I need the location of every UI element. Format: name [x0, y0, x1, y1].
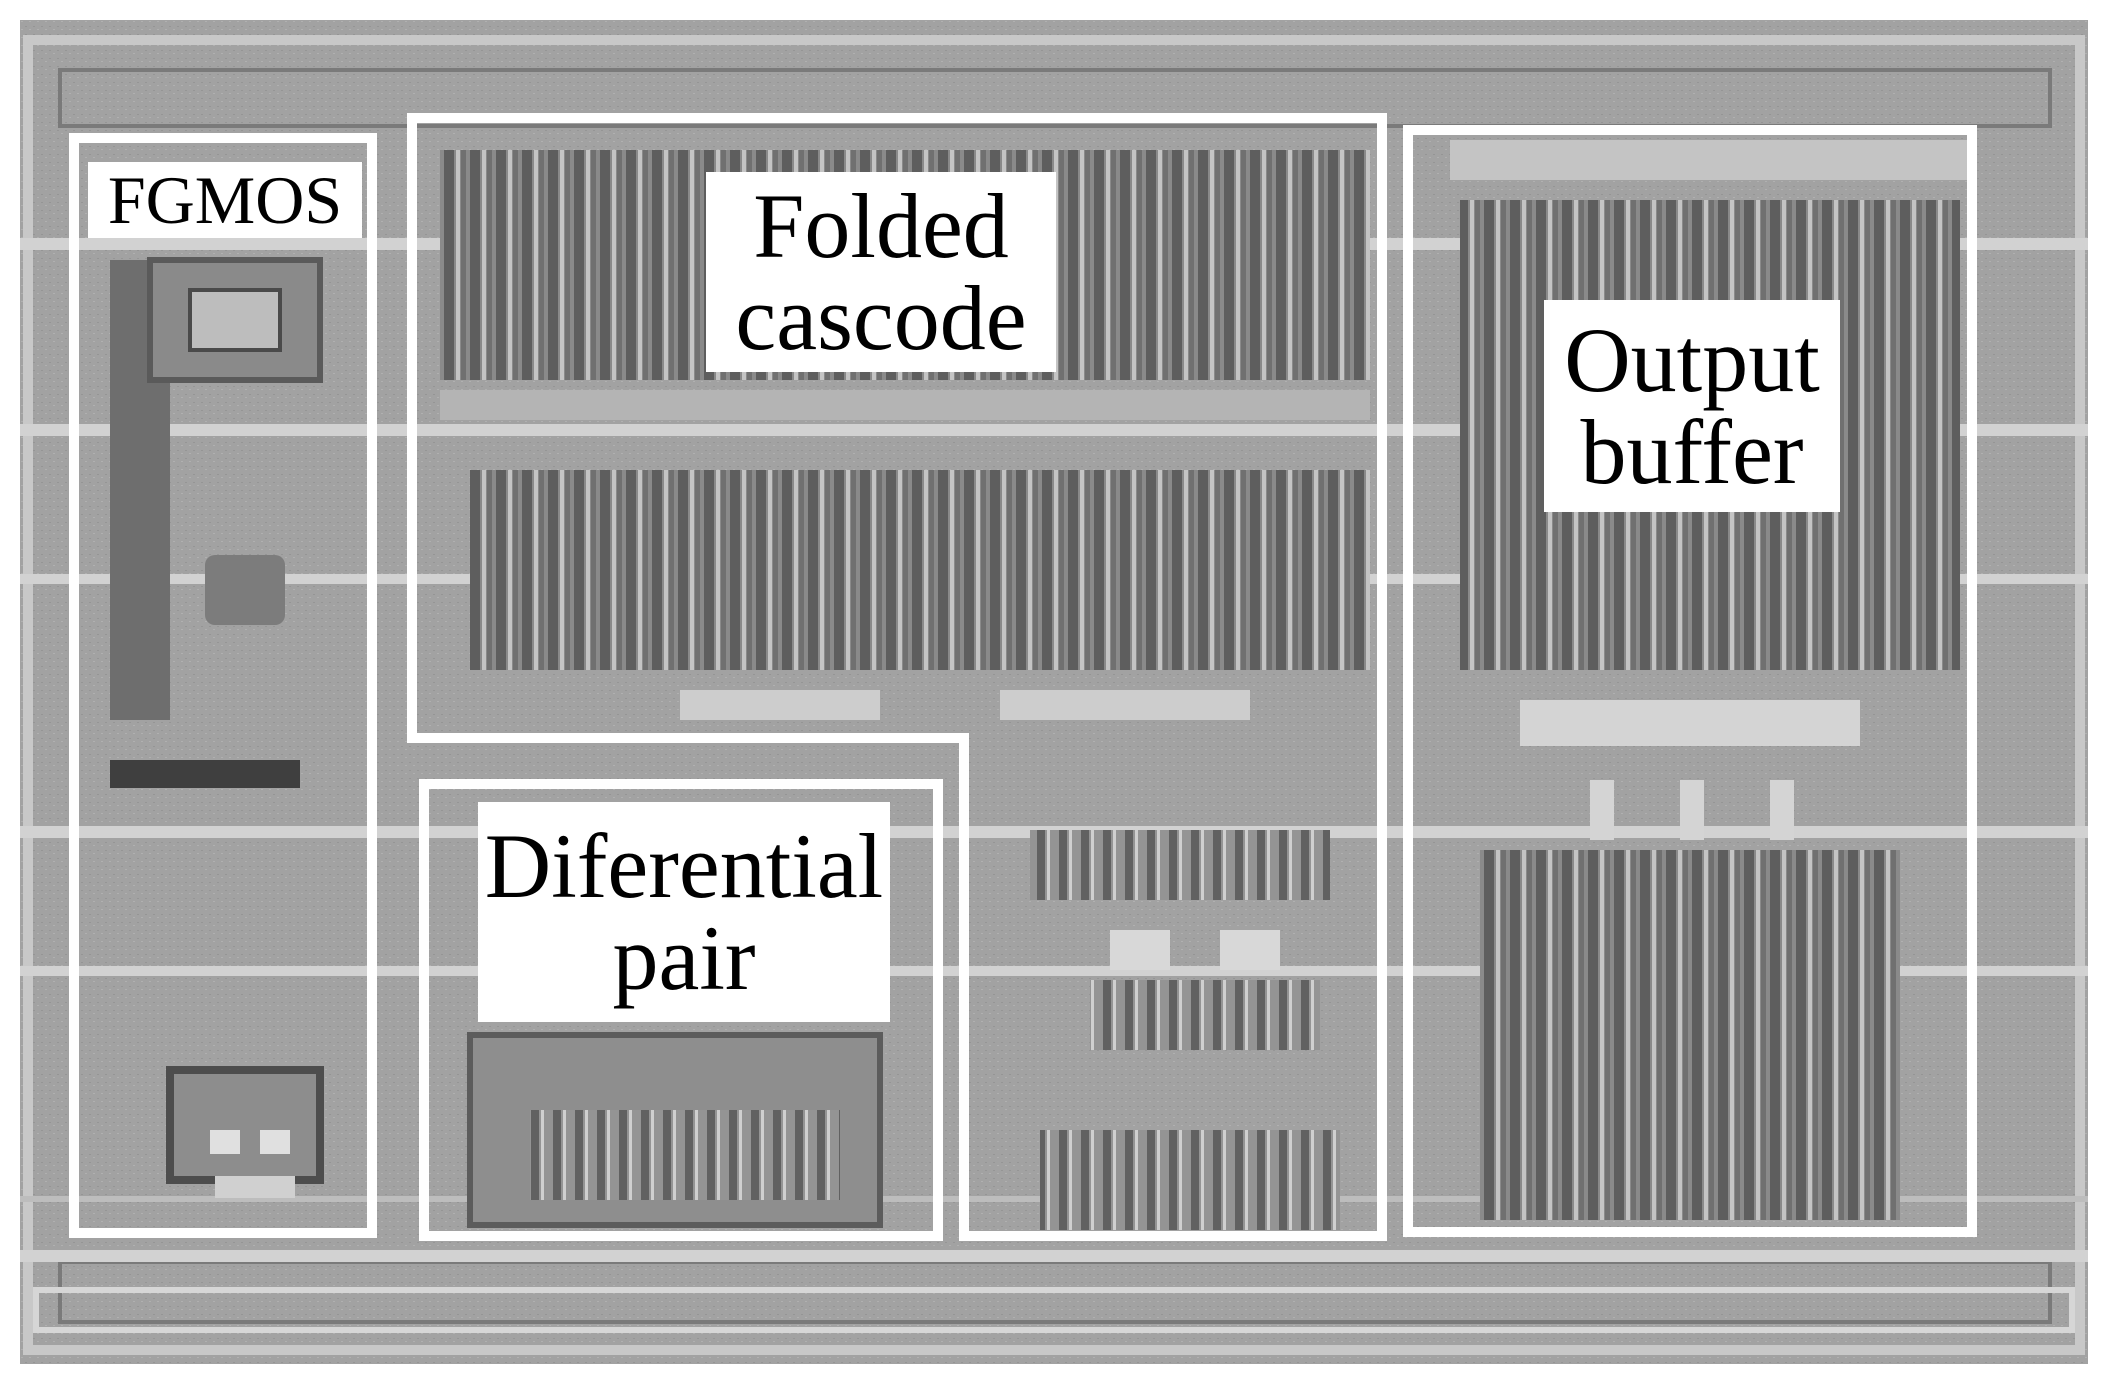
diff-pair-outline: [419, 779, 943, 1241]
fgmos-outline: [69, 133, 377, 1238]
output-buffer-label: Output buffer: [1544, 300, 1840, 512]
block-outlines: [69, 113, 1977, 1241]
folded-cascode-outline: [407, 113, 1387, 1241]
differential-pair-label-line-2: pair: [612, 907, 756, 1009]
output-buffer-devices: [1450, 140, 1970, 1220]
fgmos-devices: [110, 257, 324, 1198]
output-buffer-label-line-2: buffer: [1580, 401, 1804, 503]
fgmos-label-line: FGMOS: [107, 162, 343, 238]
folded-cascode-label: Folded cascode: [706, 172, 1056, 372]
bias-devices: [1030, 830, 1340, 1230]
output-buffer-outline: [1403, 125, 1977, 1237]
differential-pair-label: Diferential pair: [478, 802, 890, 1022]
fgmos-label: FGMOS: [88, 162, 362, 238]
differential-pair-label-line-1: Diferential: [484, 815, 884, 917]
diff-pair-devices: [467, 1032, 883, 1228]
folded-cascode-label-line-1: Folded: [753, 175, 1009, 277]
output-buffer-label-line-1: Output: [1564, 309, 1820, 411]
folded-cascode-label-line-2: cascode: [735, 267, 1027, 369]
